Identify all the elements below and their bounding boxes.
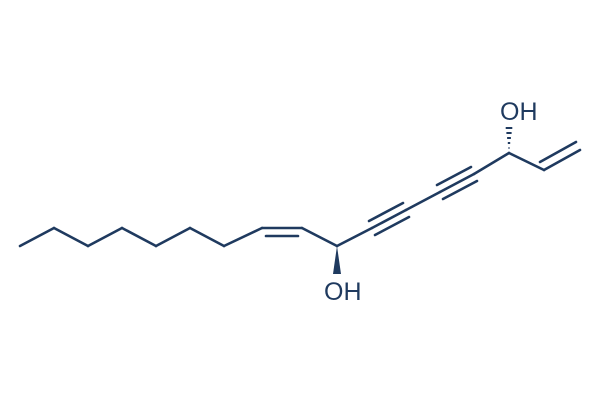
triple-bond-1 [367,201,411,237]
bond-c15-c16 [507,151,546,172]
wedge-bond-lower-oh [333,246,341,274]
bond-c7-c8 [222,226,264,248]
triple-bond-2-center [438,172,476,194]
bond-c2-c3 [52,226,90,248]
bond-c6-c7 [188,226,226,248]
hydroxyl-label-top: OH [500,98,538,126]
terminal-double-bond-upper [538,140,578,164]
cis-double-bond [260,226,304,238]
bond-c12-c13 [404,190,442,212]
bond-c1-c2 [18,226,56,248]
alkyl-chain [18,226,264,248]
bond-c3-c4 [86,226,124,248]
triple-bond-2-upper [435,165,473,187]
triple-bond-1-center [370,208,408,230]
bond-c14-c15 [472,151,511,176]
hashed-bond-upper-oh [505,127,513,149]
bond-c5-c6 [154,226,192,248]
bond-c9-c10 [300,226,339,248]
terminal-double-bond [538,140,582,172]
triple-bond-2 [435,165,479,201]
bond-c4-c5 [120,226,158,248]
triple-bond-1-lower [373,215,411,237]
bond-c10-c11 [335,226,374,248]
triple-bond-2-lower [441,179,479,201]
triple-bond-1-upper [367,201,405,223]
hydroxyl-label-bottom: OH [324,278,362,306]
terminal-double-bond-main [542,148,582,172]
